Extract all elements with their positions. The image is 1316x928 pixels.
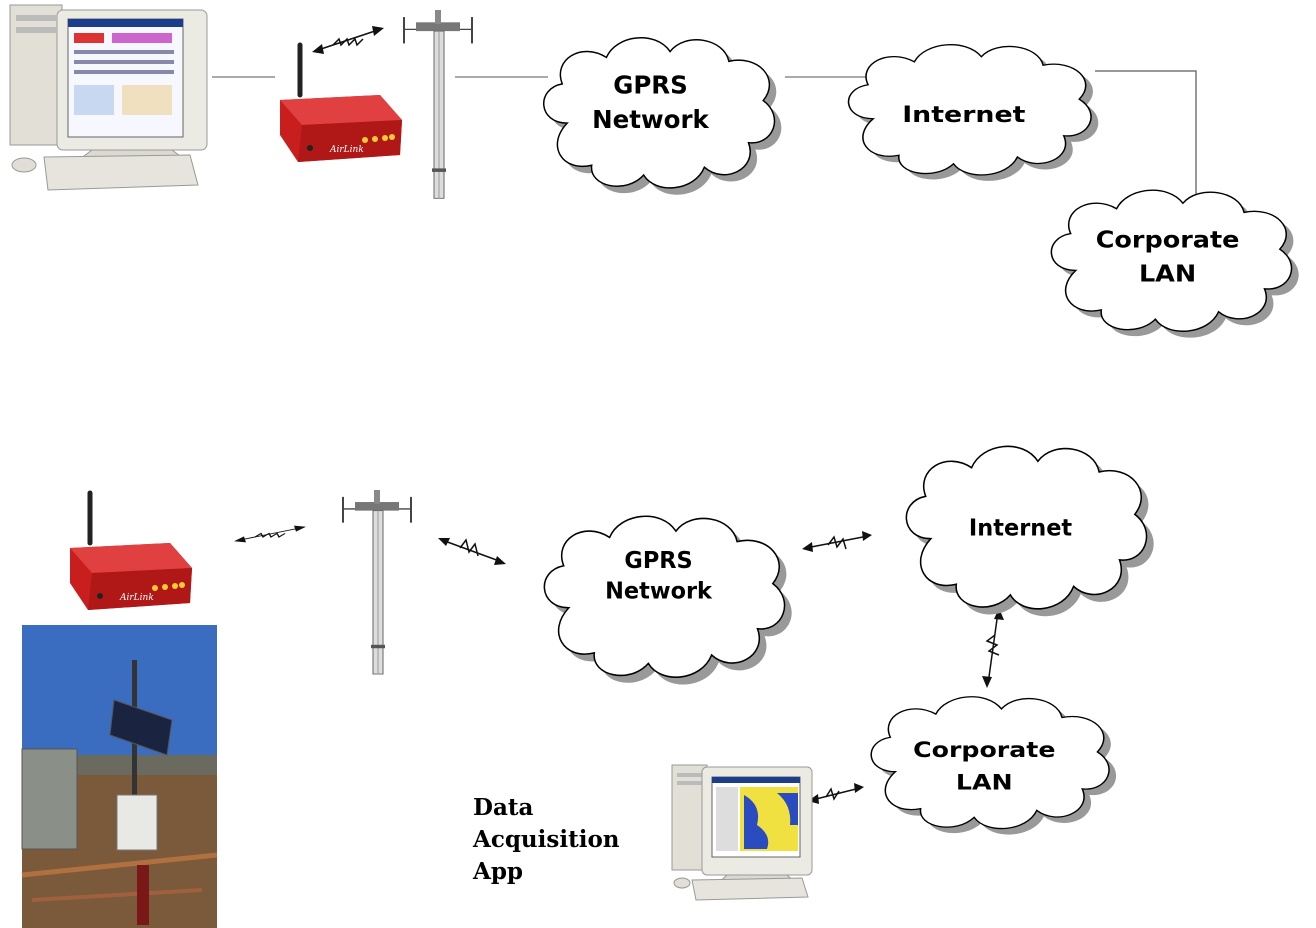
corporate-cloud-label-line1: Corporate (1096, 226, 1240, 253)
corporate-cloud-label-line2: LAN (1139, 260, 1196, 287)
app-label-line3: App (473, 858, 524, 885)
wireless-link-icon (311, 25, 385, 55)
gprs-cloud-label-line2: Network (592, 105, 709, 134)
corporate-lan-cloud: Corporate LAN (1050, 189, 1299, 338)
gprs-cloud-bottom-label-line1: GPRS (624, 548, 692, 574)
internet-cloud-bottom: Internet (905, 445, 1154, 617)
corporate-cloud-bottom-label-line1: Corporate (913, 737, 1055, 763)
gprs-cloud-label-line1: GPRS (613, 71, 688, 100)
data-acquisition-computer-icon (671, 764, 813, 901)
gprs-to-internet-arrow (802, 531, 872, 552)
modem-icon-bottom (70, 493, 192, 610)
app-label-line2: Acquisition (473, 826, 620, 853)
internet-cloud-label: Internet (902, 101, 1025, 127)
cell-tower-icon (403, 9, 473, 200)
internet-to-corporate-line (1095, 70, 1197, 195)
internet-to-corporate-arrow (982, 608, 1004, 688)
gprs-cloud-bottom: GPRS Network (543, 515, 792, 685)
corporate-lan-cloud-bottom: Corporate LAN (870, 696, 1117, 835)
app-to-corporate-arrow (808, 783, 864, 804)
field-site-photo (21, 625, 218, 928)
tower-to-gprs-arrow (438, 538, 506, 565)
gprs-cloud: GPRS Network (542, 36, 782, 195)
modem-icon (280, 45, 402, 162)
wireless-link-icon-bottom (233, 524, 307, 544)
cell-tower-icon-bottom (342, 489, 412, 676)
desktop-computer-icon (9, 4, 208, 191)
gprs-cloud-bottom-label-line2: Network (605, 578, 713, 604)
internet-cloud: Internet (847, 43, 1099, 181)
app-label-line1: Data (473, 794, 534, 821)
internet-cloud-bottom-label: Internet (969, 515, 1072, 541)
data-acquisition-app-label: Data Acquisition App (473, 792, 653, 888)
corporate-cloud-bottom-label-line2: LAN (956, 770, 1013, 796)
